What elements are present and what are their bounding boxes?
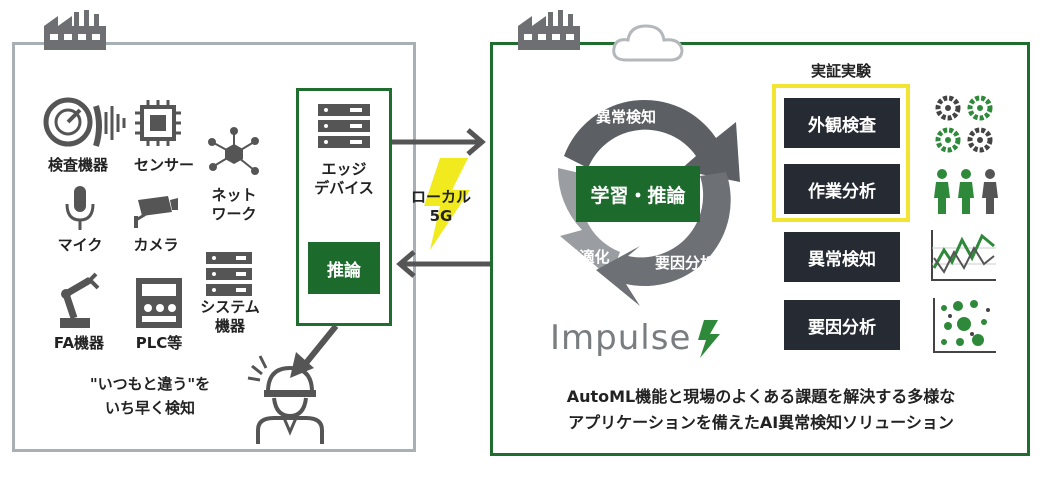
cloud-icon [612, 24, 684, 62]
device-label-network: ネット ワーク [211, 186, 257, 223]
poc-title: 実証実験 [810, 62, 871, 80]
chip-icon [135, 100, 181, 146]
right-caption: AutoML機能と現場のよくある課題を解決する多様な アプリケーションを備えたA… [566, 387, 956, 432]
plc-icon [136, 278, 182, 328]
cycle-label-cause: 要因分析 [654, 254, 715, 272]
impulse-logo: Impulse [550, 318, 692, 358]
device-label-plc: PLC等 [135, 334, 183, 352]
cycle-label-anomaly: 異常検知 [595, 108, 656, 126]
edge-device-label: エッジ デバイス [314, 160, 374, 197]
security-camera-icon [134, 196, 178, 228]
local-5g-label: ローカル 5G [410, 188, 471, 225]
line-graph-icon [931, 230, 996, 281]
device-label-system: システム 機器 [200, 298, 260, 335]
robot-arm-icon [60, 272, 100, 328]
server-icon [206, 252, 252, 296]
device-label-sensor: センサー [133, 156, 194, 174]
device-label-inspection: 検査機器 [47, 156, 108, 174]
scatter-plot-icon [933, 298, 996, 353]
edge-server-icon [318, 104, 370, 148]
device-label-camera: カメラ [133, 236, 179, 254]
left-caption: "いつもと違う"を いち早く検知 [89, 375, 211, 417]
solution-work-analysis: 作業分析 [784, 164, 900, 214]
solution-anomaly-detection: 異常検知 [784, 232, 900, 282]
device-label-mic: マイク [57, 236, 103, 254]
workers-icon [934, 169, 998, 214]
device-label-fa: FA機器 [53, 334, 105, 352]
cycle-label-optimize: 最適化 [564, 248, 610, 266]
factory-icon [518, 10, 580, 50]
microphone-icon [65, 186, 95, 230]
gauge-icon [43, 97, 126, 147]
impulse-bolt-icon [698, 320, 720, 358]
cycle-center-learning: 学習・推論 [576, 166, 700, 222]
edge-inference-box: 推論 [308, 242, 380, 294]
network-icon [208, 127, 259, 175]
factory-icon [44, 10, 106, 50]
poc-frame [772, 84, 910, 222]
solution-visual-inspection: 外観検査 [784, 98, 900, 148]
gears-icon [935, 95, 993, 153]
solution-cause-analysis: 要因分析 [784, 300, 900, 350]
worker-icon [247, 355, 324, 444]
